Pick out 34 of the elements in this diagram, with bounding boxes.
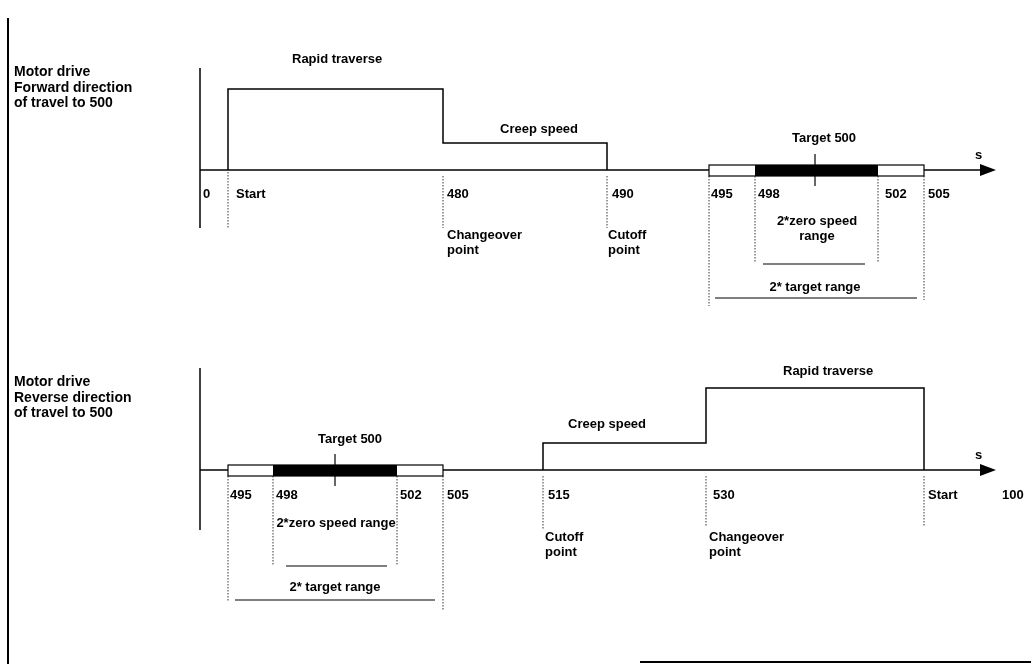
tick-label: Start — [928, 488, 958, 503]
target-label: Target 500 — [792, 131, 857, 146]
tick-label: 498 — [758, 187, 780, 202]
tick-label: 480 — [447, 187, 469, 202]
range-label: 2* target range — [768, 280, 862, 295]
tick-label: 502 — [885, 187, 907, 202]
tick-label: 0 — [203, 187, 211, 202]
tick-label: 495 — [230, 488, 252, 503]
phase-label: Creep speed — [500, 122, 579, 137]
phase-label: Creep speed — [568, 417, 647, 432]
range-label: 2*zero speed range — [775, 214, 859, 244]
point-label: Changeover point — [709, 530, 786, 560]
range-label: 2* target range — [288, 580, 382, 595]
tick-label: 100 — [1002, 488, 1024, 503]
tick-label: 502 — [400, 488, 422, 503]
tick-label: Start — [236, 187, 266, 202]
row-heading: Motor drive Reverse direction of travel to 500 — [14, 374, 133, 421]
point-label: Cutoff point — [545, 530, 585, 560]
target-label: Target 500 — [318, 432, 383, 447]
point-label: Changeover point — [447, 228, 524, 258]
phase-label: Rapid traverse — [292, 52, 383, 67]
tick-label: 515 — [548, 488, 570, 503]
tick-label: 505 — [928, 187, 950, 202]
point-label: Cutoff point — [608, 228, 648, 258]
row-heading: Motor drive Forward direction of travel to 500 — [14, 64, 134, 111]
phase-label: Rapid traverse — [783, 364, 874, 379]
tick-label: 530 — [713, 488, 735, 503]
tick-label: 498 — [276, 488, 298, 503]
tick-label: 505 — [447, 488, 469, 503]
range-label: 2*zero speed range — [276, 516, 396, 531]
axis-label: s — [975, 448, 983, 463]
tick-label: 490 — [612, 187, 634, 202]
axis-label: s — [975, 148, 983, 163]
tick-label: 495 — [711, 187, 733, 202]
